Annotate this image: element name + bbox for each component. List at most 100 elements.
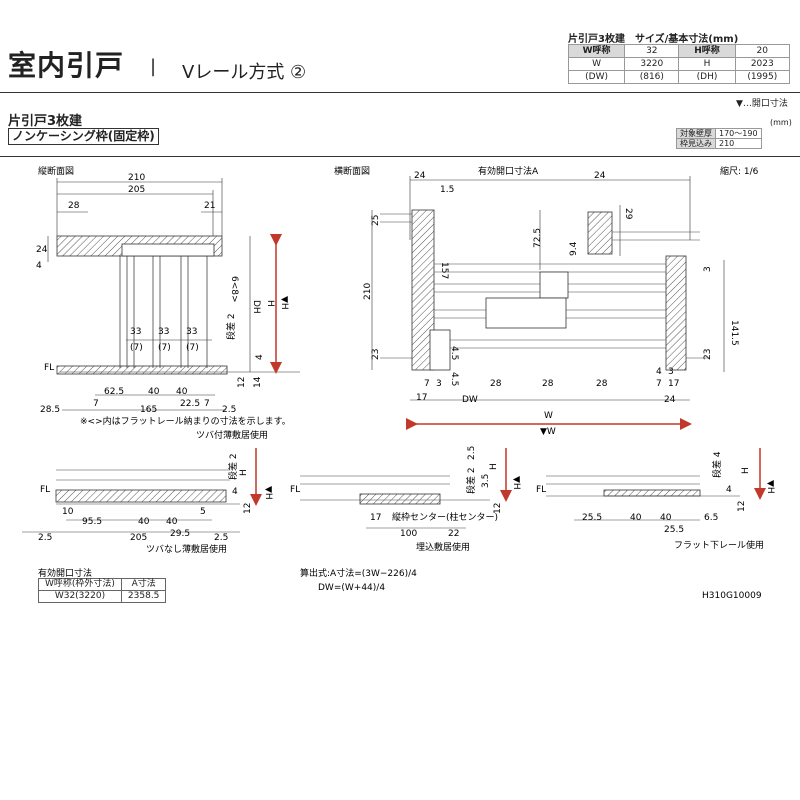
detail2-17: 17 — [370, 513, 381, 523]
dim-21: 21 — [204, 201, 215, 211]
frame-center-note: 縦枠センター(柱センター) — [392, 511, 498, 523]
scale-label: 縮尺: 1/6 — [720, 165, 759, 177]
dim-h: H — [265, 300, 275, 307]
section-divider — [0, 156, 800, 157]
detail3-4: 4 — [726, 485, 732, 495]
spec-caption: 片引戸3枚建 サイズ/基本寸法(mm) — [568, 34, 739, 45]
dim-3-l: 3 — [436, 379, 442, 389]
detail3-25-5-a: 25.5 — [582, 513, 602, 523]
detail2-12: 12 — [493, 503, 503, 514]
detail3-rail — [603, 489, 701, 497]
detail3-12: 12 — [737, 501, 747, 512]
dim-157: 157 — [439, 262, 449, 279]
spec-dh-num: (1995) — [734, 70, 791, 84]
page-title: 室内引戸 — [8, 49, 125, 82]
detail1-fl: FL — [40, 485, 50, 495]
dim-7-h: 7 — [424, 379, 430, 389]
detail3-6-5: 6.5 — [704, 513, 718, 523]
dim-7-d: 7 — [93, 399, 99, 409]
detail2-sill — [359, 493, 441, 505]
detail3-h: H — [741, 467, 751, 474]
no-tsuba-sill-note: ツバなし薄敷居使用 — [146, 543, 227, 555]
detail1-40-a: 40 — [138, 517, 150, 527]
spec-dh-sym: (DH) — [678, 70, 736, 84]
opening-table-c2: 2358.5 — [120, 590, 167, 603]
wall-r2-label: 枠見込み — [676, 138, 716, 149]
detail2-2-5: 2.5 — [467, 446, 477, 460]
detail2-22: 22 — [448, 529, 459, 539]
dim-3-r: 3 — [668, 367, 674, 377]
pocket-head — [587, 211, 613, 255]
opening-table-c1: W32(3220) — [38, 590, 122, 603]
effective-opening-label: 有効開口寸法A — [478, 165, 539, 177]
step-2: 段差 2 — [225, 313, 237, 340]
dim-1-5: 1.5 — [440, 185, 454, 195]
dim-4-r: 4 — [656, 367, 662, 377]
dim-9-4: 9.4 — [569, 241, 579, 256]
detail1-4: 4 — [232, 487, 238, 497]
dim-22-5: 22.5 — [180, 399, 200, 409]
title-separator: | — [150, 56, 157, 77]
wall-r2-value: 210 — [715, 138, 762, 149]
dim-17-l: 17 — [416, 393, 427, 403]
formula-line1: 算出式:A寸法=(3W−226)/4 — [300, 567, 417, 579]
dw-label: DW — [462, 395, 478, 405]
dim-3-h: 3 — [703, 266, 713, 272]
dim-24-h2: 24 — [594, 171, 606, 181]
detail3-vh: ▼H — [765, 480, 775, 494]
kind-label: 片引戸3枚建 — [8, 114, 83, 129]
dim-4-5-a: 4.5 — [449, 346, 459, 360]
dim-25: 25 — [371, 215, 381, 226]
dim-4-5-b: 4.5 — [449, 372, 459, 386]
detail2-vh: ▼H — [511, 476, 521, 490]
dim-40-a: 40 — [148, 387, 160, 397]
detail1-12: 12 — [243, 503, 253, 514]
page-subtitle: Vレール方式 ② — [182, 62, 307, 83]
embedded-sill-note: 埋込敷居使用 — [416, 541, 470, 553]
flat-rail-note: ※<>内はフラットレール納まりの寸法を示します。 — [80, 415, 291, 427]
opening-table-h2: A寸法 — [120, 578, 167, 591]
tsuba-sill-note: ツバ付薄敷居使用 — [196, 429, 268, 441]
dim-23-l: 23 — [371, 349, 381, 360]
dim-210-h: 210 — [363, 283, 373, 300]
dim-28: 28 — [68, 201, 80, 211]
dim-2-5: 2.5 — [222, 405, 236, 415]
drawing-code: H310G10009 — [702, 591, 762, 601]
dim-24-r: 24 — [664, 395, 676, 405]
dim-141-5: 141.5 — [729, 320, 739, 346]
detail3-40-a: 40 — [630, 513, 642, 523]
dim-7-c: (7) — [186, 343, 199, 353]
detail1-29-5: 29.5 — [170, 529, 190, 539]
dim-12: 12 — [237, 377, 247, 388]
left-jamb — [411, 209, 435, 371]
detail1-2-5-b: 2.5 — [214, 533, 228, 543]
spec-table: W呼称 32 H呼称 20 W 3220 H 2023 (DW) (816) (… — [567, 44, 791, 84]
detail2-100: 100 — [400, 529, 417, 539]
detail2-fl: FL — [290, 485, 300, 495]
dim-28-c: 28 — [596, 379, 608, 389]
head-rail-groove — [121, 243, 215, 257]
detail1-40-b: 40 — [166, 517, 178, 527]
spec-dw-num: (816) — [624, 70, 680, 84]
detail3-40-b: 40 — [660, 513, 672, 523]
door-pull — [539, 271, 569, 299]
dim-dh: DH — [251, 300, 261, 314]
opening-table-h1: W呼称(枠外寸法) — [38, 578, 122, 591]
opening-table-caption: 有効開口寸法 — [38, 567, 92, 579]
right-jamb — [665, 255, 687, 371]
horizontal-dim-lines — [371, 176, 725, 401]
dim-40-b: 40 — [176, 387, 188, 397]
spec-dw-sym: (DW) — [567, 70, 626, 84]
flat-rail-label: フラット下レール使用 — [674, 539, 764, 551]
dim-17-r: 17 — [668, 379, 679, 389]
detail1-205: 205 — [130, 533, 147, 543]
dim-24-h1: 24 — [414, 171, 426, 181]
detail1-10: 10 — [62, 507, 74, 517]
detail2-3-5: 3.5 — [481, 474, 491, 488]
dim-7-e: 7 — [204, 399, 210, 409]
detail1-step: 段差 2 — [227, 453, 239, 480]
dim-7-b: (7) — [158, 343, 171, 353]
dim-33-c: 33 — [186, 327, 197, 337]
vertical-view-label: 縦断面図 — [38, 165, 74, 177]
opening-table: W呼称(枠外寸法) A寸法 W32(3220) 2358.5 — [38, 578, 167, 603]
